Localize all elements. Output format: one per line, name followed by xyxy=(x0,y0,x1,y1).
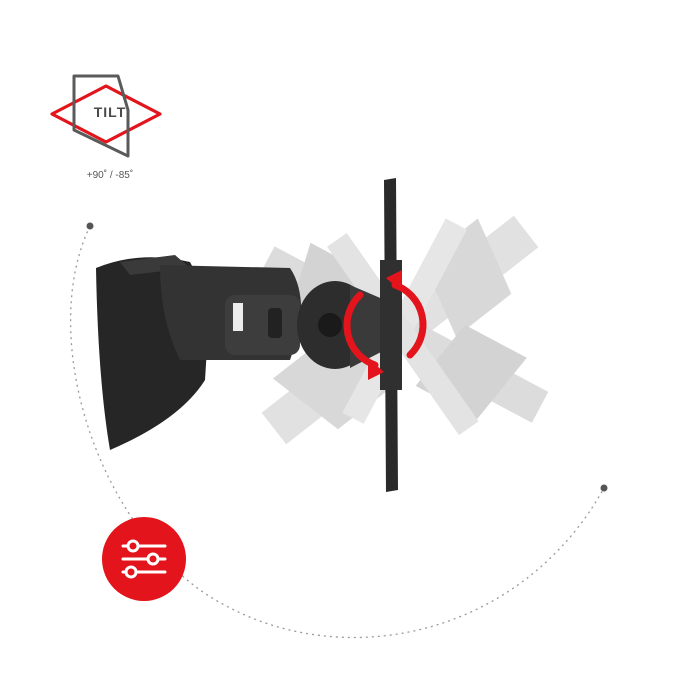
dotted-guide-arc xyxy=(70,225,605,639)
arc-end-dot xyxy=(600,484,608,492)
tilt-diamond-icon xyxy=(50,74,162,158)
rotate-arrows-icon xyxy=(343,281,427,369)
tilt-label: TILT xyxy=(93,104,127,120)
tilt-range-text: +90˚ / -85˚ xyxy=(86,170,134,181)
arc-start-dot xyxy=(86,222,94,230)
sliders-icon[interactable] xyxy=(101,516,187,602)
